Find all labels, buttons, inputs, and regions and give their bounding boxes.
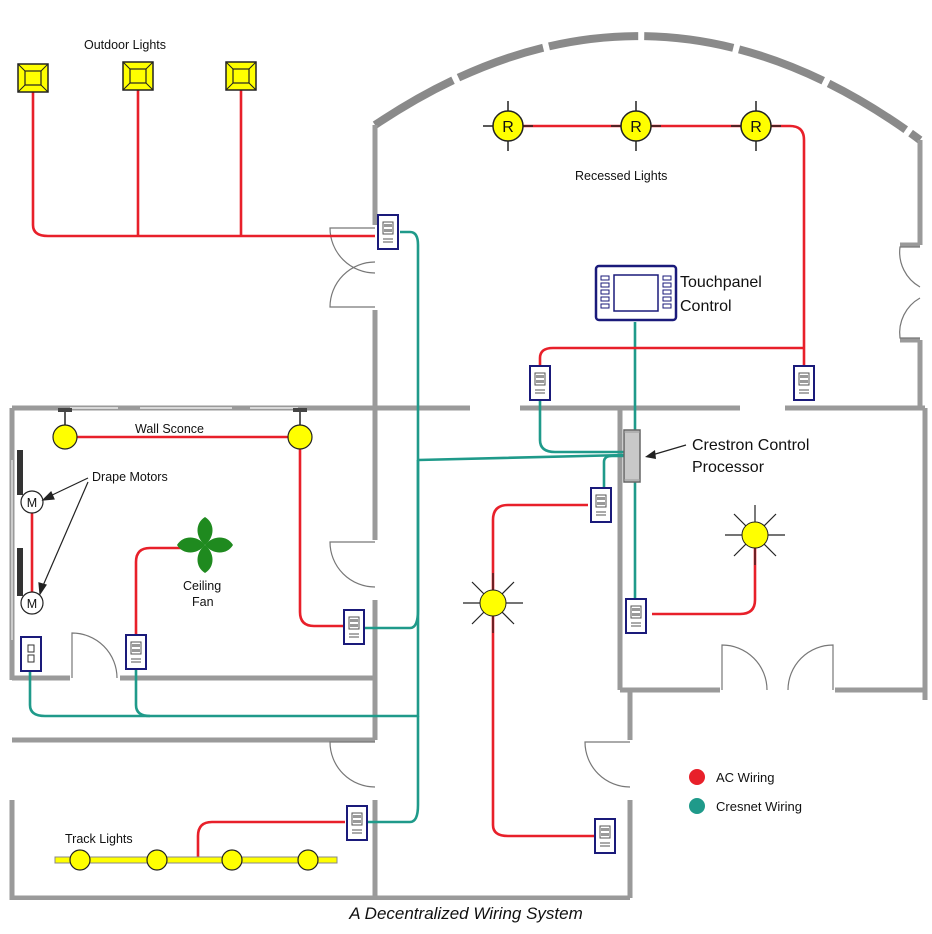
processor-label-line2: Processor bbox=[692, 459, 765, 476]
touchpanel-label-line1: Touchpanel bbox=[680, 274, 762, 291]
keypad-icon bbox=[343, 609, 365, 645]
recessed-symbol: R bbox=[630, 119, 642, 136]
outdoor-light-icon bbox=[225, 61, 257, 91]
switch-icon bbox=[20, 636, 42, 672]
legend-cresnet-swatch bbox=[689, 798, 705, 814]
legend-cresnet-label: Cresnet Wiring bbox=[716, 799, 802, 814]
recessed-light-icon bbox=[611, 101, 661, 151]
wall-sconce-label: Wall Sconce bbox=[135, 422, 204, 436]
touchpanel-label-line2: Control bbox=[680, 298, 732, 315]
recessed-lights-label: Recessed Lights bbox=[575, 169, 667, 183]
keypad-icon bbox=[625, 598, 647, 634]
keypad-icon bbox=[377, 214, 399, 250]
processor-label-line1: Crestron Control bbox=[692, 437, 809, 454]
processor-callout-arrow bbox=[645, 444, 687, 459]
recessed-light-icon bbox=[731, 101, 781, 151]
recessed-symbol: R bbox=[502, 119, 514, 136]
sun-light-icon bbox=[462, 572, 524, 634]
track-lights-label: Track Lights bbox=[65, 832, 133, 846]
drape-motor-icon bbox=[20, 490, 44, 514]
cresnet-wiring bbox=[28, 230, 637, 824]
drape-motor-icon bbox=[20, 591, 44, 615]
legend: AC Wiring Cresnet Wiring bbox=[689, 769, 802, 814]
keypad-icon bbox=[594, 818, 616, 854]
track-light-bar bbox=[54, 856, 338, 864]
recessed-light-icon bbox=[483, 101, 533, 151]
wiring-diagram: R R R bbox=[9, 32, 928, 900]
wall-sconce-icon bbox=[52, 408, 78, 450]
keypad-icon bbox=[125, 634, 147, 670]
figure-caption: A Decentralized Wiring System bbox=[349, 904, 583, 923]
ceiling-fan-label-line2: Fan bbox=[192, 595, 214, 609]
ac-wiring bbox=[30, 88, 806, 860]
outdoor-lights-label: Outdoor Lights bbox=[84, 38, 166, 52]
keypad-icon bbox=[529, 365, 551, 401]
touchpanel-icon bbox=[594, 264, 678, 322]
legend-ac-label: AC Wiring bbox=[716, 770, 775, 785]
track-light-icon bbox=[297, 849, 319, 871]
outdoor-light-icon bbox=[17, 63, 49, 93]
sun-light-icon bbox=[724, 504, 786, 566]
drapes bbox=[17, 450, 23, 596]
wall-sconce-icon bbox=[287, 408, 313, 450]
doors bbox=[71, 227, 921, 788]
keypad-icon bbox=[590, 487, 612, 523]
drape-motors-label: Drape Motors bbox=[92, 470, 168, 484]
windows bbox=[11, 407, 298, 640]
track-light-icon bbox=[146, 849, 168, 871]
ceiling-fan-icon bbox=[177, 517, 233, 573]
ceiling-fan-label-line1: Ceiling bbox=[183, 579, 221, 593]
motor-symbol: M bbox=[27, 597, 37, 611]
legend-ac-swatch bbox=[689, 769, 705, 785]
motor-symbol: M bbox=[27, 496, 37, 510]
keypad-icon bbox=[346, 805, 368, 841]
recessed-symbol: R bbox=[750, 119, 762, 136]
track-light-icon bbox=[221, 849, 243, 871]
keypad-icon bbox=[793, 365, 815, 401]
track-light-icon bbox=[69, 849, 91, 871]
control-processor-icon bbox=[623, 429, 641, 483]
drape-motor-callout-arrows bbox=[38, 477, 89, 596]
floor-plan-walls bbox=[9, 32, 928, 900]
outdoor-light-icon bbox=[122, 61, 154, 91]
